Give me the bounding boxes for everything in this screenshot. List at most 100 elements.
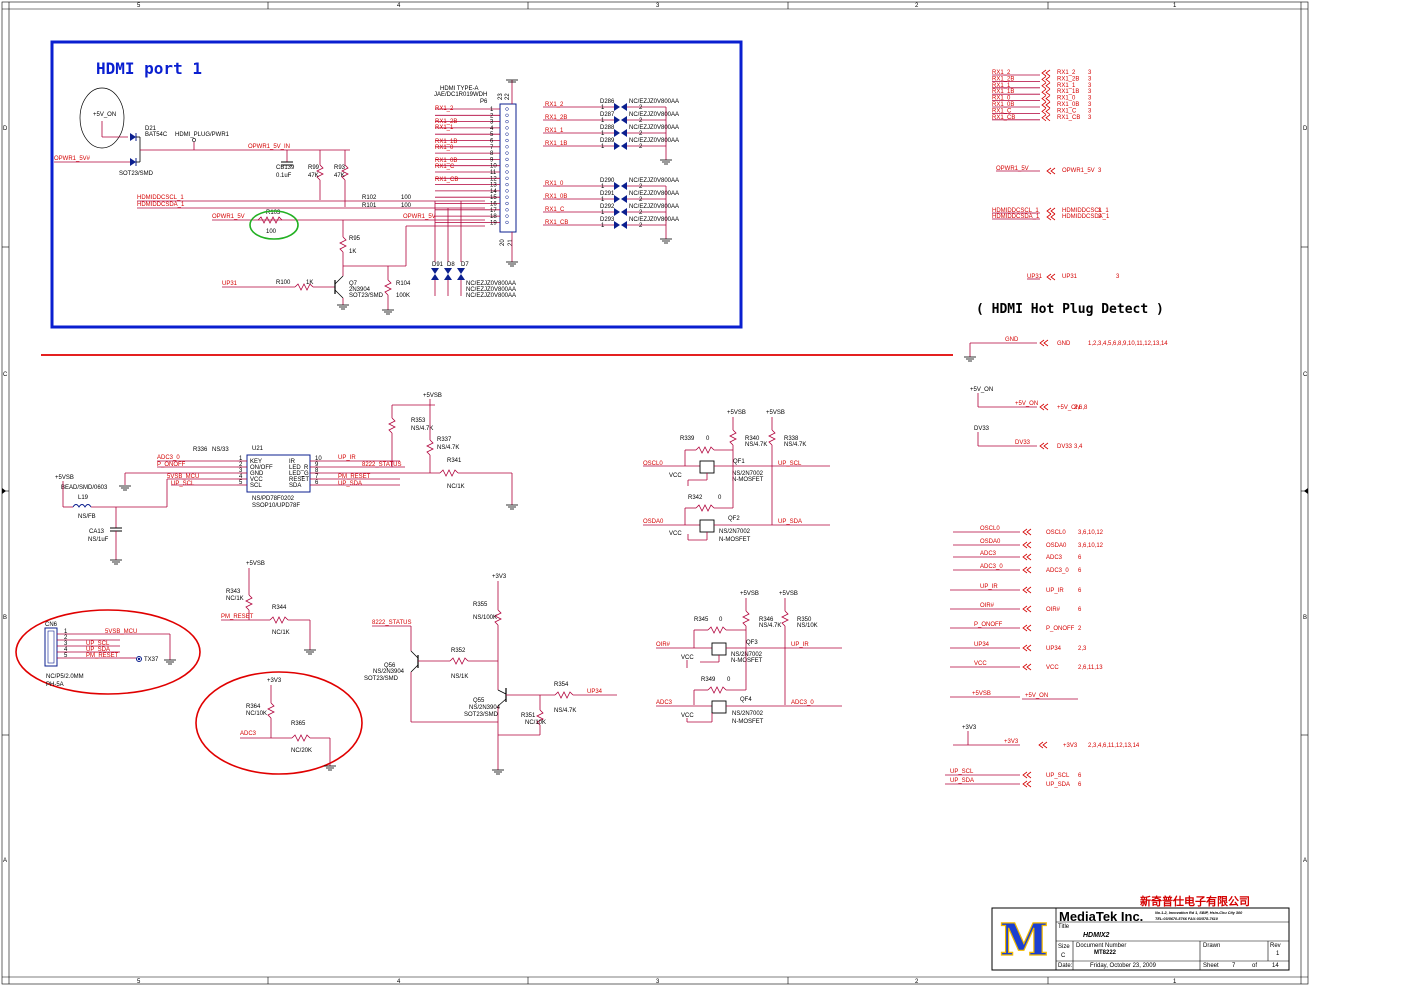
ruler-arrow-left-icon xyxy=(2,488,6,494)
offpage-left-4: RX1_0 xyxy=(992,96,1011,102)
r342-value: 0 xyxy=(718,495,722,501)
p6-pin-9: 9 xyxy=(490,157,494,163)
p6-pin-6: 6 xyxy=(490,139,494,145)
u21-net-up-sda: UP_SDA xyxy=(338,481,362,487)
esd-diode-icon xyxy=(614,221,620,229)
u21-lnum-4: 5 xyxy=(239,480,243,486)
signal-right-11: UP_SCL xyxy=(1046,773,1070,779)
esd_top-pin2-1: 2 xyxy=(639,118,643,124)
power-right-1: +5V_ON xyxy=(1057,405,1080,411)
d21-pkg: SOT23/SMD xyxy=(119,171,154,177)
signal-left-2: ADC3 xyxy=(980,551,997,557)
power-top-2: DV33 xyxy=(974,426,990,432)
signal-sheets-5: 6 xyxy=(1078,607,1082,613)
offpage2-arrow-icon xyxy=(1046,213,1056,221)
r364-value: NC/10K xyxy=(246,711,267,717)
sheet-border xyxy=(1,1,1309,985)
u21-rnum-4: 6 xyxy=(315,480,319,486)
esd_top-ref-3: D289 xyxy=(600,138,615,144)
r337-value: NS/4.7K xyxy=(437,445,459,451)
r352-value: NS/1K xyxy=(451,674,468,680)
r343-ref: R343 xyxy=(226,589,241,595)
esd_mid-part-2: NC/EZJZ0V800AA xyxy=(629,204,679,210)
u21-lpin-3: VCC xyxy=(250,477,263,483)
esd_top-pin1-3: 1 xyxy=(601,144,605,150)
up31-label: UP31 xyxy=(222,281,238,287)
offpage2-left-0: OPWR1_5V xyxy=(996,166,1029,172)
p6-header2: JAE/DC1R019WDH xyxy=(434,92,487,98)
title-block-chinese-name: 新奇普仕电子有限公司 xyxy=(1140,894,1250,908)
r340-value: NS/4.7K xyxy=(745,442,767,448)
u21-rnum-3: 7 xyxy=(315,474,319,480)
cn6-net-1: 5VSB_MCU xyxy=(105,629,137,635)
power-left-0: GND xyxy=(1005,337,1019,343)
u21-net-up-scl: UP_SCL xyxy=(171,481,195,487)
qf3-vsb1: +5VSB xyxy=(740,591,759,597)
opwr1b-label: OPWR1_5V xyxy=(403,214,436,220)
d91-part: NC/EZJZ0V800AA xyxy=(466,281,516,287)
p6-pin-13: 13 xyxy=(490,183,497,189)
esd_mid-pin2-1: 2 xyxy=(639,197,643,203)
u21-rnum-2: 8 xyxy=(315,468,319,474)
p6-top-pin-23: 23 xyxy=(498,93,504,100)
title-block-date-label: Date: xyxy=(1058,963,1073,969)
r345-value: 0 xyxy=(719,617,723,623)
adc-divider-section: +3V3 R364 NC/10K ADC3 R365 NC/20K xyxy=(195,671,363,775)
qf1-vsb1: +5VSB xyxy=(727,410,746,416)
esd_mid-pin1-0: 1 xyxy=(601,184,605,190)
r93-ref: R93 xyxy=(334,165,346,171)
r103-highlight xyxy=(249,210,299,240)
q56-part: NS/2N3904 xyxy=(373,669,405,675)
r336-value: NS/33 xyxy=(212,447,229,453)
esd_top-ref-0: D286 xyxy=(600,99,615,105)
esd_mid-pin1-2: 1 xyxy=(601,210,605,216)
u21-lnum-2: 3 xyxy=(239,468,243,474)
port-passives: OPWR1_5V_IN CB139 0.1uF R99 47K R93 47K … xyxy=(137,144,485,315)
r346-ref: R346 xyxy=(759,617,774,623)
ruler-right-a: A xyxy=(1303,858,1307,864)
u21-lnum-0: 1 xyxy=(239,456,243,462)
p6-pin-3: 3 xyxy=(490,120,494,126)
signal-right-5: OIR# xyxy=(1046,607,1061,613)
r340-ref: R340 xyxy=(745,436,760,442)
signal-right-4: UP_IR xyxy=(1046,588,1064,594)
d21-diode-a-icon xyxy=(130,133,136,141)
signal-left-5: OIR# xyxy=(980,603,995,609)
qf2-type: N-MOSFET xyxy=(719,537,751,543)
offpage-arrow-icon xyxy=(1041,88,1051,96)
d21-part: BAT54C xyxy=(145,132,168,138)
r336-ref: R336 xyxy=(193,447,208,453)
title-block-doc: MT8222 xyxy=(1094,950,1117,956)
esd-diode-icon xyxy=(621,182,627,190)
esd_mid-pin2-2: 2 xyxy=(639,210,643,216)
l19-section: +5VSB BEAD/SMD/0603 L19 NS/FB CA13 NS/1u… xyxy=(55,475,168,565)
power-left-1: +5V_ON xyxy=(1015,401,1038,407)
title-block-drawn-label: Drawn xyxy=(1203,943,1220,949)
r104-value: 100K xyxy=(396,293,410,299)
p6-pin-7: 7 xyxy=(490,145,494,151)
d7-ref: D7 xyxy=(461,262,469,268)
offpage2-right-0: OPWR1_5V xyxy=(1062,168,1095,174)
r365-value: NC/20K xyxy=(291,748,312,754)
q7-pkg: SOT23/SMD xyxy=(349,293,384,299)
qf1-up: UP_SCL xyxy=(778,461,802,467)
title-block-sheet-label: Sheet xyxy=(1203,963,1219,969)
esd_mid-ref-1: D291 xyxy=(600,191,615,197)
signal-arrow-icon xyxy=(1022,644,1032,652)
u21-lnum-1: 2 xyxy=(239,462,243,468)
signal-arrow-icon xyxy=(1022,605,1032,613)
offpage2-right-3: UP31 xyxy=(1062,274,1078,280)
ruler-arrow-right-icon xyxy=(1304,488,1308,494)
signal-sheets-12: 6 xyxy=(1078,782,1082,788)
title-block-title-label: Title xyxy=(1058,924,1070,930)
esd_mid-net-1: RX1_0B xyxy=(545,194,567,200)
esd_mid-ref-0: D290 xyxy=(600,178,615,184)
qf1-vcc: VCC xyxy=(669,473,682,479)
offpage-arrow-icon xyxy=(1041,95,1051,102)
pm-reset-section: +5VSB R343 NC/1K PM_RESET R344 NC/1K xyxy=(221,561,316,655)
signal-arrow-icon xyxy=(1038,741,1048,749)
signal-right-3: ADC3_0 xyxy=(1046,568,1069,574)
